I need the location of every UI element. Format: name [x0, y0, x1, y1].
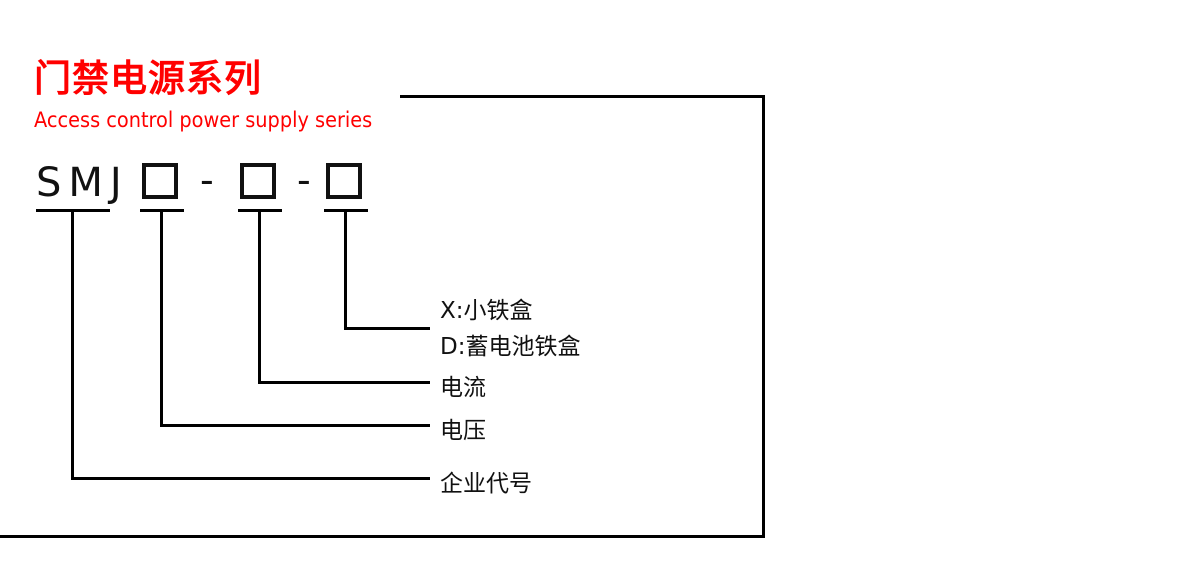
prefix-stem-line: [71, 209, 74, 480]
frame-bottom-border: [0, 535, 765, 538]
current-stem-line: [258, 209, 261, 384]
voltage-leader-line: [160, 424, 430, 427]
page-title: 门禁电源系列: [34, 57, 262, 100]
frame-top-border: [400, 95, 765, 98]
page-subtitle: Access control power supply series: [34, 108, 373, 132]
current-leader-line: [258, 381, 430, 384]
enclosure-code-box: [326, 163, 362, 199]
enterprise-code-label: 企业代号: [440, 471, 532, 497]
voltage-label: 电压: [440, 418, 486, 444]
voltage-stem-line: [160, 209, 163, 427]
enclosure-option-d-label: D:蓄电池铁盒: [440, 334, 581, 360]
frame-right-border: [762, 95, 765, 538]
enclosure-stem-line: [344, 209, 347, 330]
prefix-leader-line: [71, 477, 430, 480]
current-code-box: [240, 163, 276, 199]
enclosure-option-x-label: X:小铁盒: [440, 298, 533, 324]
current-label: 电流: [440, 375, 486, 401]
voltage-code-box: [142, 163, 178, 199]
separator-dash: -: [297, 158, 311, 202]
enclosure-leader-line: [344, 327, 430, 330]
model-prefix: SMJ: [36, 160, 129, 206]
separator-dash: -: [200, 158, 214, 202]
